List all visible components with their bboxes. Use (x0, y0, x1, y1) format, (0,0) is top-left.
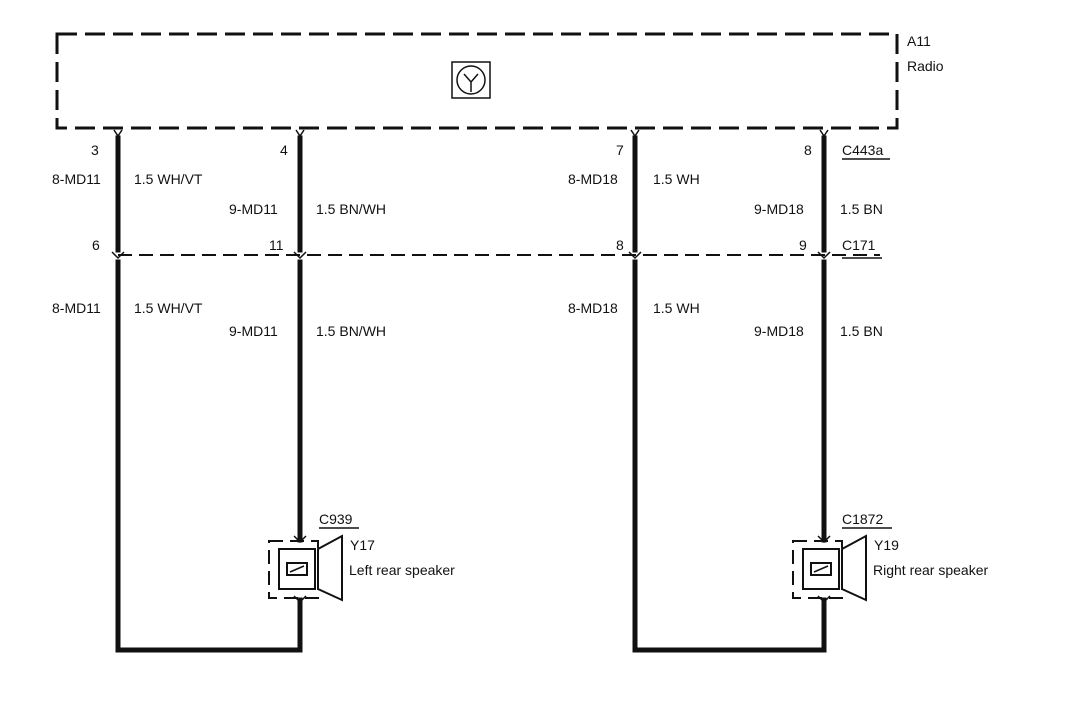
pin-middle-1: 6 (92, 237, 100, 253)
speaker-icon (268, 534, 343, 602)
wire-label-circuit-1a: 8-MD11 (52, 171, 101, 187)
wire-label-circuit-4a: 9-MD18 (754, 201, 804, 217)
radio-module-box (55, 32, 899, 130)
wire-label-color-2b: 1.5 BN/WH (316, 323, 386, 339)
middle-connector-ticks (111, 251, 831, 260)
radio-name: Radio (907, 58, 944, 74)
wire-label-color-1b: 1.5 WH/VT (134, 300, 203, 316)
pin-top-2: 4 (280, 142, 288, 158)
wire-label-color-4b: 1.5 BN (840, 323, 883, 339)
pin-middle-3: 8 (616, 237, 624, 253)
right-speaker-name: Right rear speaker (873, 562, 989, 578)
wire-label-color-2a: 1.5 BN/WH (316, 201, 386, 217)
wire-label-circuit-2b: 9-MD11 (229, 323, 278, 339)
connector-middle-label: C171 (842, 237, 876, 253)
wire-label-color-4a: 1.5 BN (840, 201, 883, 217)
radio-symbol-icon (451, 61, 491, 99)
radio-id: A11 (907, 33, 931, 49)
connector-left-speaker-label: C939 (319, 511, 353, 527)
pin-top-3: 7 (616, 142, 624, 158)
wire-label-circuit-3b: 8-MD18 (568, 300, 618, 316)
connector-top-label: C443a (842, 142, 883, 158)
left-speaker-name: Left rear speaker (349, 562, 455, 578)
left-speaker-id: Y17 (350, 537, 375, 553)
wire-label-color-3a: 1.5 WH (653, 171, 700, 187)
pin-middle-4: 9 (799, 237, 807, 253)
pin-middle-2: 11 (269, 237, 284, 253)
wire-label-color-1a: 1.5 WH/VT (134, 171, 203, 187)
right-speaker-id: Y19 (874, 537, 899, 553)
speaker-icon (792, 534, 867, 602)
radio-pin-arrows (113, 129, 829, 138)
pin-top-4: 8 (804, 142, 812, 158)
connector-right-speaker-label: C1872 (842, 511, 883, 527)
wire-label-circuit-3a: 8-MD18 (568, 171, 618, 187)
wire-label-circuit-2a: 9-MD11 (229, 201, 278, 217)
pin-top-1: 3 (91, 142, 99, 158)
wire-label-circuit-1b: 8-MD11 (52, 300, 101, 316)
wire-label-color-3b: 1.5 WH (653, 300, 700, 316)
wire-label-circuit-4b: 9-MD18 (754, 323, 804, 339)
